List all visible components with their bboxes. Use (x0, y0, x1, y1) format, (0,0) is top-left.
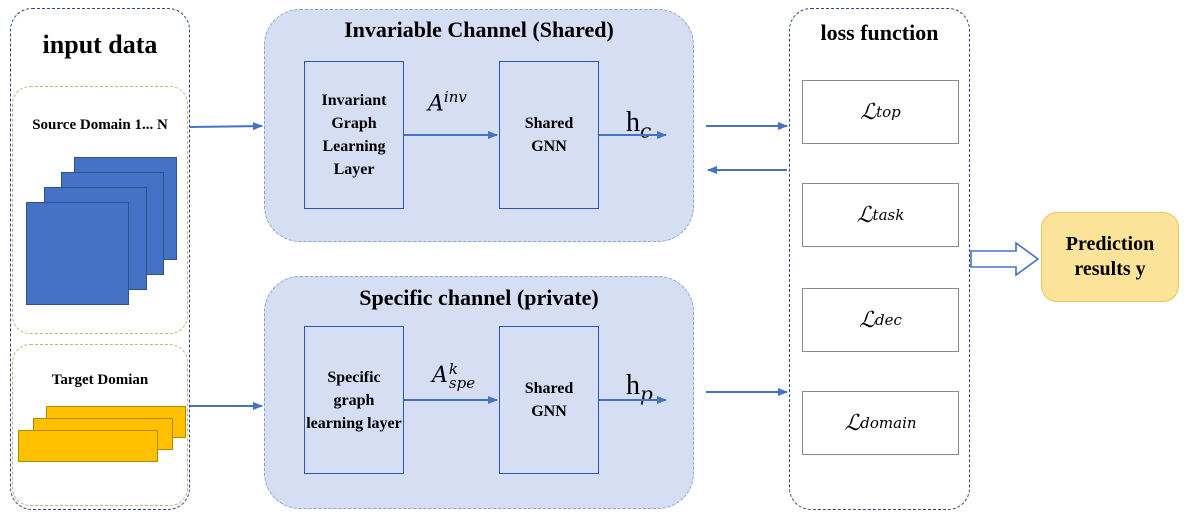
loss-function-title: loss function (820, 20, 939, 45)
loss-top-symbol: ℒ (860, 99, 877, 125)
loss-to-prediction-arrow (970, 241, 1040, 277)
specific-output-label: hp (626, 370, 653, 406)
specific-graph-learning-layer-box: Specific graph learning layer (304, 326, 404, 474)
specific-shared-gnn-box: Shared GNN (499, 326, 599, 474)
invariant-adjacency-label: Ainv (428, 88, 467, 116)
invariant-output-label: hc (626, 107, 651, 143)
loss-top-subscript: top (876, 103, 901, 121)
loss-task-subscript: task (872, 206, 905, 224)
specific-output-symbol: h (626, 370, 640, 401)
invariable-channel-title: Invariable Channel (Shared) (344, 17, 614, 42)
source-domain-label: Source Domain 1... N (32, 117, 168, 133)
loss-domain-subscript: domain (860, 414, 917, 432)
specific-adjacency-superscript: k (448, 360, 458, 378)
invariant-shared-gnn-label: Shared GNN (524, 115, 574, 155)
specific-channel-title: Specific channel (private) (359, 285, 599, 310)
specific-shared-gnn-label: Shared GNN (524, 380, 574, 420)
invariant-output-symbol: h (626, 107, 640, 138)
specific-output-subscript: p (640, 381, 653, 406)
invariant-graph-learning-layer-label: Invariant Graph Learning Layer (321, 92, 387, 178)
source-to-invariant-arrow (189, 122, 263, 131)
invariant-output-subscript: c (640, 118, 652, 143)
invariant-adjacency-superscript: inv (443, 88, 467, 106)
prediction-results-box: Prediction results y (1041, 212, 1179, 302)
specific-adjacency-symbol: A (432, 363, 448, 388)
source-domain-square-1 (26, 202, 129, 305)
loss-dec-symbol: ℒ (859, 307, 875, 333)
target-domain-label: Target Domian (51, 372, 149, 388)
prediction-results-label: Prediction results y (1065, 233, 1155, 280)
invariant-adjacency-symbol: A (428, 91, 444, 117)
input-data-title: input data (42, 30, 158, 59)
loss-dec-subscript: dec (874, 311, 902, 329)
invariant-graph-learning-layer-box: Invariant Graph Learning Layer (304, 61, 404, 209)
loss-domain-symbol: ℒ (844, 410, 861, 436)
specific-graph-learning-layer-label: Specific graph learning layer (306, 368, 402, 432)
invariant-shared-gnn-box: Shared GNN (499, 61, 599, 209)
specific-adjacency-subscript: spe (448, 374, 476, 392)
loss-task-symbol: ℒ (856, 202, 873, 228)
target-domain-rect-1 (18, 430, 158, 462)
